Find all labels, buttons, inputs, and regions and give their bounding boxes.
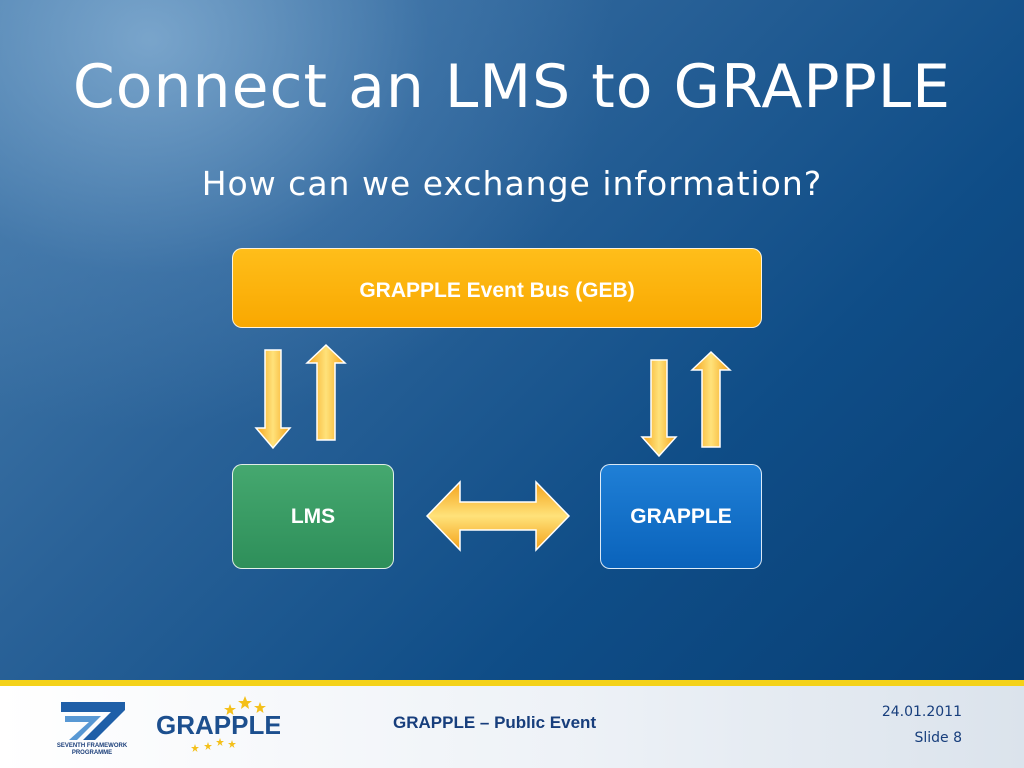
footer-bar [0, 686, 1024, 768]
lms-label: LMS [290, 504, 336, 528]
double-arrow-horizontal-icon [425, 480, 571, 552]
fp7-logo-icon [61, 702, 125, 740]
arrow-up-right-icon [690, 350, 732, 448]
arrow-down-right-icon [640, 359, 678, 458]
arrow-down-left-icon [254, 349, 292, 450]
grapple-box: GRAPPLE [600, 464, 762, 569]
grapple-label: GRAPPLE [630, 504, 732, 528]
slide-title: Connect an LMS to GRAPPLE [72, 52, 952, 122]
fp7-caption-line1: SEVENTH FRAMEWORK [56, 743, 128, 749]
slide-number: Slide 8 [914, 730, 962, 746]
footer-stripe [0, 680, 1024, 686]
slide-subtitle: How can we exchange information? [201, 164, 823, 203]
event-bus-box: GRAPPLE Event Bus (GEB) [232, 248, 762, 328]
fp7-caption: SEVENTH FRAMEWORK PROGRAMME [54, 743, 130, 757]
grapple-logo-text: GRAPPLE [156, 710, 280, 740]
arrow-up-left-icon [305, 343, 347, 441]
event-bus-label: GRAPPLE Event Bus (GEB) [359, 279, 635, 302]
footer-event-text: GRAPPLE – Public Event [393, 713, 597, 732]
lms-box: LMS [232, 464, 394, 569]
fp7-caption-line2: PROGRAMME [71, 750, 113, 756]
slide-date: 24.01.2011 [881, 704, 962, 720]
grapple-logo-icon: GRAPPLE [156, 696, 280, 752]
